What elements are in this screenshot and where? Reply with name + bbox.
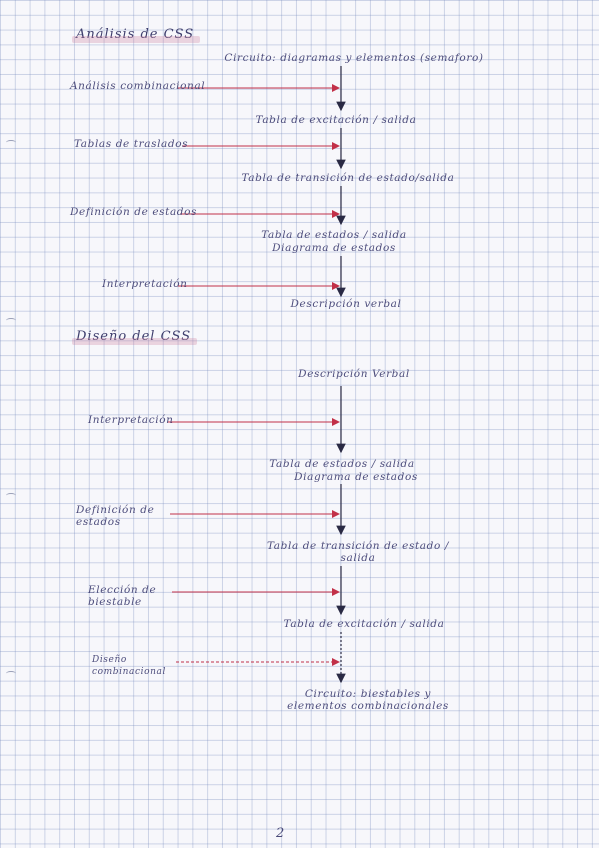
- step-label: Descripción verbal: [290, 298, 402, 310]
- input-label: Interpretación: [102, 278, 188, 290]
- input-label: Definición de estados: [76, 504, 155, 528]
- input-label: Elección de biestable: [88, 584, 157, 608]
- input-label: Tablas de traslados: [74, 138, 189, 150]
- step-label: Tabla de excitación / salida: [283, 618, 445, 630]
- step-label: Tabla de estados / salida: [269, 458, 415, 470]
- step-label: Tabla de estados / salida: [261, 229, 407, 241]
- step-label: Diagrama de estados: [294, 471, 418, 483]
- page-number: 2: [276, 826, 285, 841]
- step-label: Tabla de excitación / salida: [255, 114, 417, 126]
- punch-hole-mark: [6, 493, 16, 498]
- step-circuit-top: Circuito: diagramas y elementos (semafor…: [224, 52, 484, 64]
- step-label: Tabla de transición de estado/salida: [241, 172, 455, 184]
- input-label: Interpretación: [88, 414, 174, 426]
- section-title-analysis: Análisis de CSS: [71, 27, 201, 43]
- punch-hole-mark: [6, 140, 16, 145]
- step-label: Tabla de transición de estado / salida: [267, 540, 449, 564]
- punch-hole-mark: [6, 318, 16, 323]
- step-label: Circuito: biestables y elementos combina…: [287, 688, 449, 712]
- input-label: Diseño combinacional: [92, 655, 166, 677]
- punch-hole-mark: [6, 671, 16, 676]
- section-title-design: Diseño del CSS: [71, 329, 198, 345]
- input-label: Definición de estados: [70, 206, 198, 218]
- input-label: Análisis combinacional: [70, 80, 206, 92]
- step-label: Diagrama de estados: [272, 242, 396, 254]
- step-verbal-top: Descripción Verbal: [298, 368, 410, 380]
